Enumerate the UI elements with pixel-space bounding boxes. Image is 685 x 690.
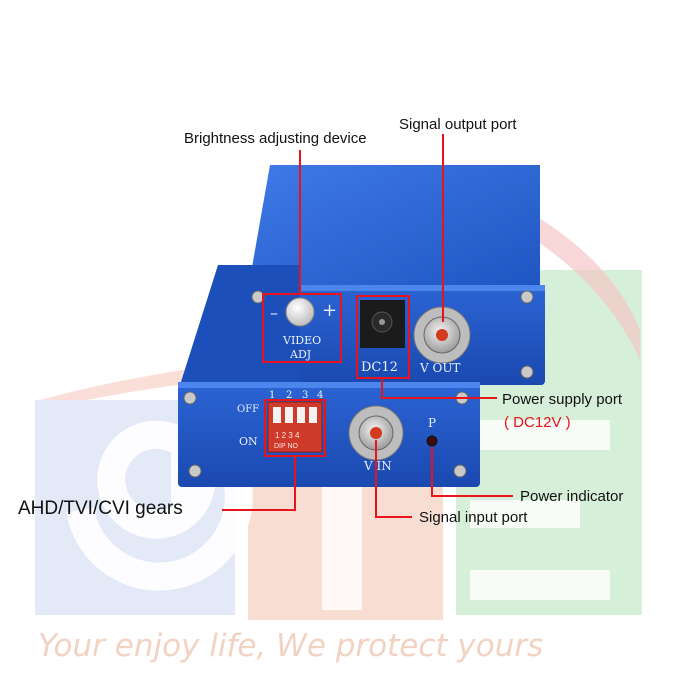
- brightness-knob: [285, 297, 315, 327]
- on-label: ON: [239, 435, 258, 448]
- knob-plus-label: +: [322, 300, 337, 321]
- dip-switch: [267, 401, 323, 453]
- video-label: VIDEO: [282, 334, 321, 347]
- adj-label: ADJ: [289, 348, 311, 361]
- power-led: [426, 435, 438, 447]
- dip-bottom-text: DIP NO: [274, 443, 299, 450]
- dc-power-jack: [360, 300, 405, 348]
- power-indicator-callout: Power indicator: [520, 488, 624, 505]
- brightness-callout: Brightness adjusting device: [184, 130, 367, 147]
- v-in-label: V IN: [363, 459, 392, 473]
- watermark-slogan: Your enjoy life, We protect yours: [38, 628, 544, 664]
- knob-minus-label: –: [270, 303, 278, 322]
- dip-top-num-1: 1: [269, 390, 275, 401]
- signal-input-callout: Signal input port: [419, 509, 528, 526]
- dip-top-num-2: 2: [286, 390, 292, 401]
- screws: [183, 290, 534, 478]
- dc12-label: DC12: [361, 360, 398, 375]
- power-supply-spec: ( DC12V ): [504, 414, 571, 431]
- bnc-output-connector: [413, 306, 471, 364]
- ahd-gears-callout: AHD/TVI/CVI gears: [18, 498, 183, 519]
- v-out-label: V OUT: [419, 361, 460, 375]
- dip-top-num-4: 4: [317, 390, 323, 401]
- dip-top-num-3: 3: [302, 390, 308, 401]
- bnc-input-connector: [348, 405, 404, 461]
- p-label: P: [428, 416, 436, 430]
- callout-leaders: [222, 134, 513, 518]
- dip-bottom-nums: 1 2 3 4: [275, 431, 300, 440]
- power-supply-callout: Power supply port: [502, 391, 623, 408]
- off-label: OFF: [237, 404, 259, 415]
- signal-output-callout: Signal output port: [399, 116, 517, 133]
